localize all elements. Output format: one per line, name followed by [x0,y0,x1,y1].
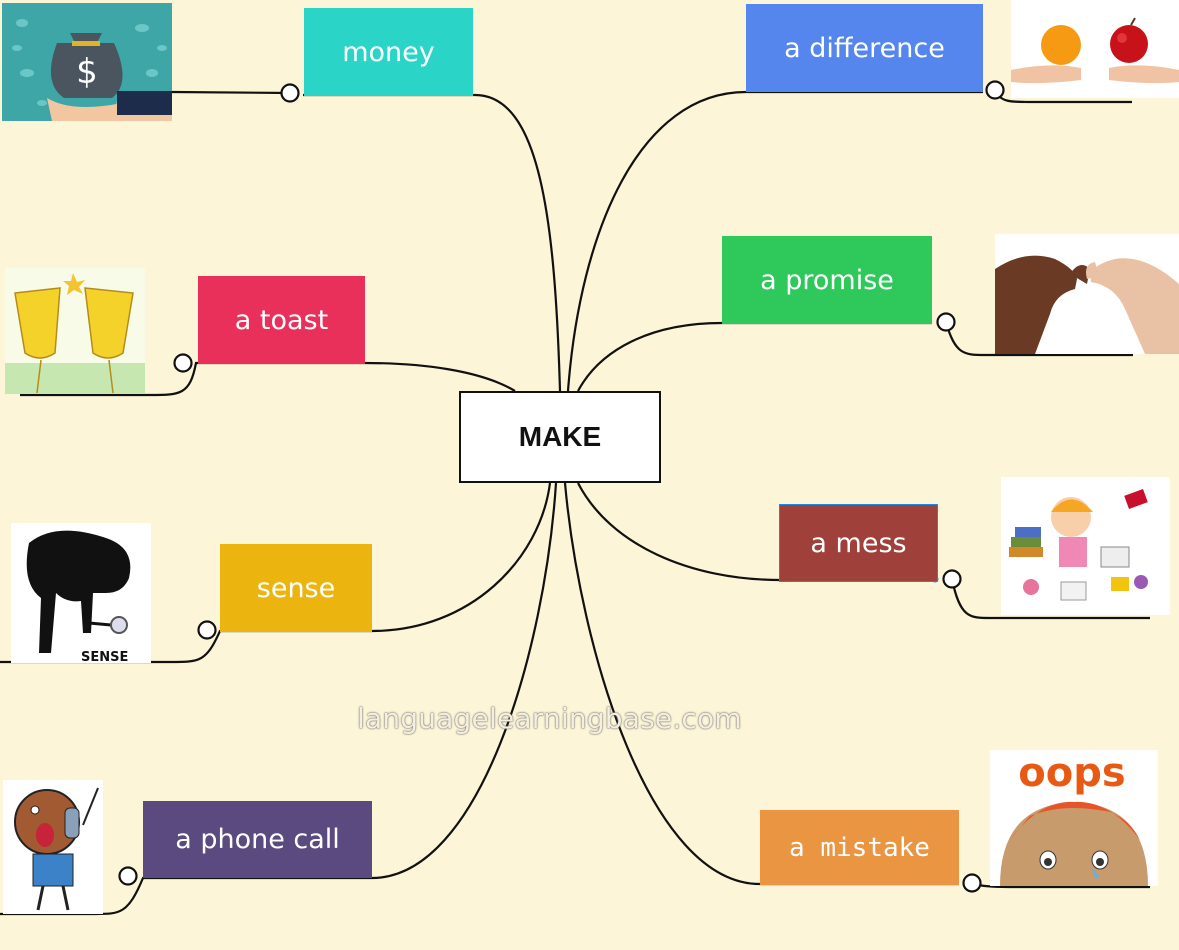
connector-dot-mistake [962,873,982,893]
orange-and-apple-icon [1011,0,1179,98]
svg-text:$: $ [76,52,98,92]
connector-phone [0,482,558,916]
connector-dot-sense [197,620,217,640]
branch-a-mistake: a mistake [760,810,959,885]
connector-dot-money [280,83,300,103]
branch-a-promise: a promise [722,236,932,324]
branch-money: money [304,8,473,96]
connector-toast [20,361,516,397]
money-bag-icon: $ [2,3,172,121]
connector-dot-difference [985,80,1005,100]
branch-a-difference: a difference [746,4,983,92]
connector-dot-mess [942,569,962,589]
connector-sense [0,482,552,664]
center-node-make: MAKE [459,391,661,483]
sense-caption: SENSE [81,650,128,663]
oops-face-icon: oops [990,750,1158,886]
connector-dot-promise [936,312,956,332]
oops-caption: oops [1018,750,1125,796]
branch-a-mess: a mess [779,504,938,582]
watermark: languagelearningbase.com [357,702,742,735]
messy-room-girl-icon [1001,477,1170,615]
branch-a-toast: a toast [198,276,365,364]
connector-promise [577,321,1133,392]
connector-mess [577,482,1150,620]
connector-money [171,90,562,392]
branch-a-phone-call: a phone call [143,801,372,878]
connector-dot-toast [173,353,193,373]
champagne-glasses-icon [5,268,145,394]
pinky-promise-icon [995,234,1179,354]
branch-sense: sense [220,544,372,632]
connector-dot-phone [118,866,138,886]
magnifier-silhouette-icon: SENSE [11,523,151,663]
phone-call-boy-icon [3,780,103,914]
